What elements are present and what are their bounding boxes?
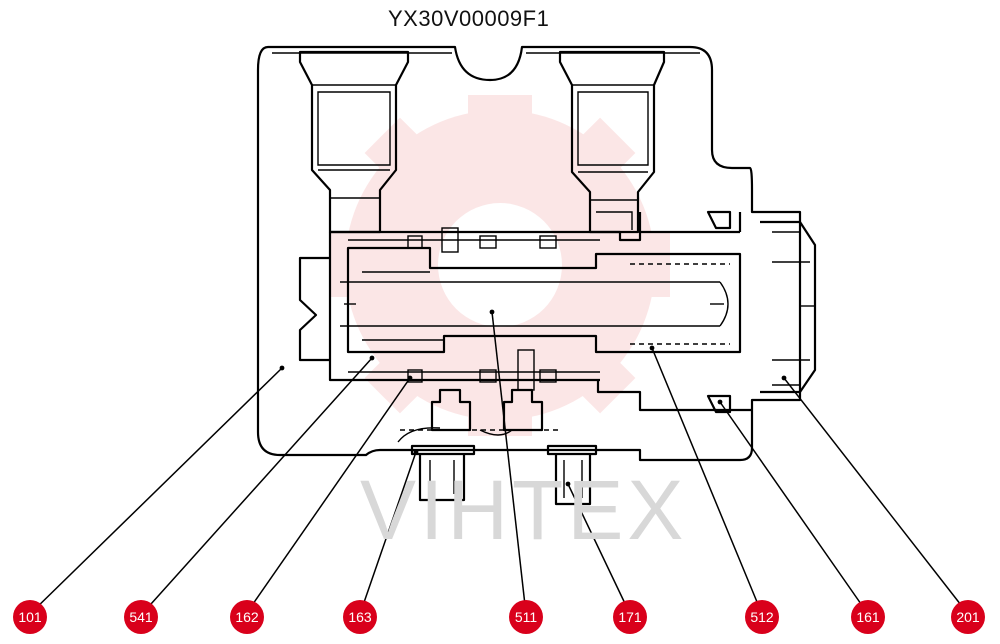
part-label-201: 201 (956, 609, 980, 625)
spool (340, 246, 742, 354)
spool-bore (328, 212, 752, 412)
left-end-cap (298, 256, 330, 362)
part-badge-201[interactable] (951, 600, 985, 634)
leader-dots (279, 309, 787, 487)
part-label-162: 162 (235, 609, 259, 625)
valve-body (256, 45, 802, 462)
part-label-512: 512 (750, 609, 774, 625)
part-badge-511[interactable] (509, 600, 543, 634)
part-label-101: 101 (18, 609, 42, 625)
part-badge-101[interactable] (13, 600, 47, 634)
part-badge-161[interactable] (851, 600, 885, 634)
watermark-text: VIHTEX (360, 463, 688, 557)
diagram-title: YX30V00009F1 (388, 6, 550, 31)
bottom-plugs (410, 444, 598, 506)
part-badge-163[interactable] (343, 600, 377, 634)
part-label-511: 511 (515, 609, 538, 625)
right-fitting (760, 220, 817, 394)
part-label-171: 171 (618, 609, 642, 625)
part-badge-512[interactable] (745, 600, 779, 634)
part-label-541: 541 (129, 609, 153, 625)
part-badge-171[interactable] (613, 600, 647, 634)
part-badge-162[interactable] (230, 600, 264, 634)
seal-161 (706, 394, 732, 414)
part-label-163: 163 (348, 609, 372, 625)
right-cartridge (558, 50, 666, 234)
part-label-161: 161 (856, 609, 880, 625)
lower-valves (397, 388, 560, 443)
leader-lines (29, 311, 969, 615)
part-badge-541[interactable] (124, 600, 158, 634)
